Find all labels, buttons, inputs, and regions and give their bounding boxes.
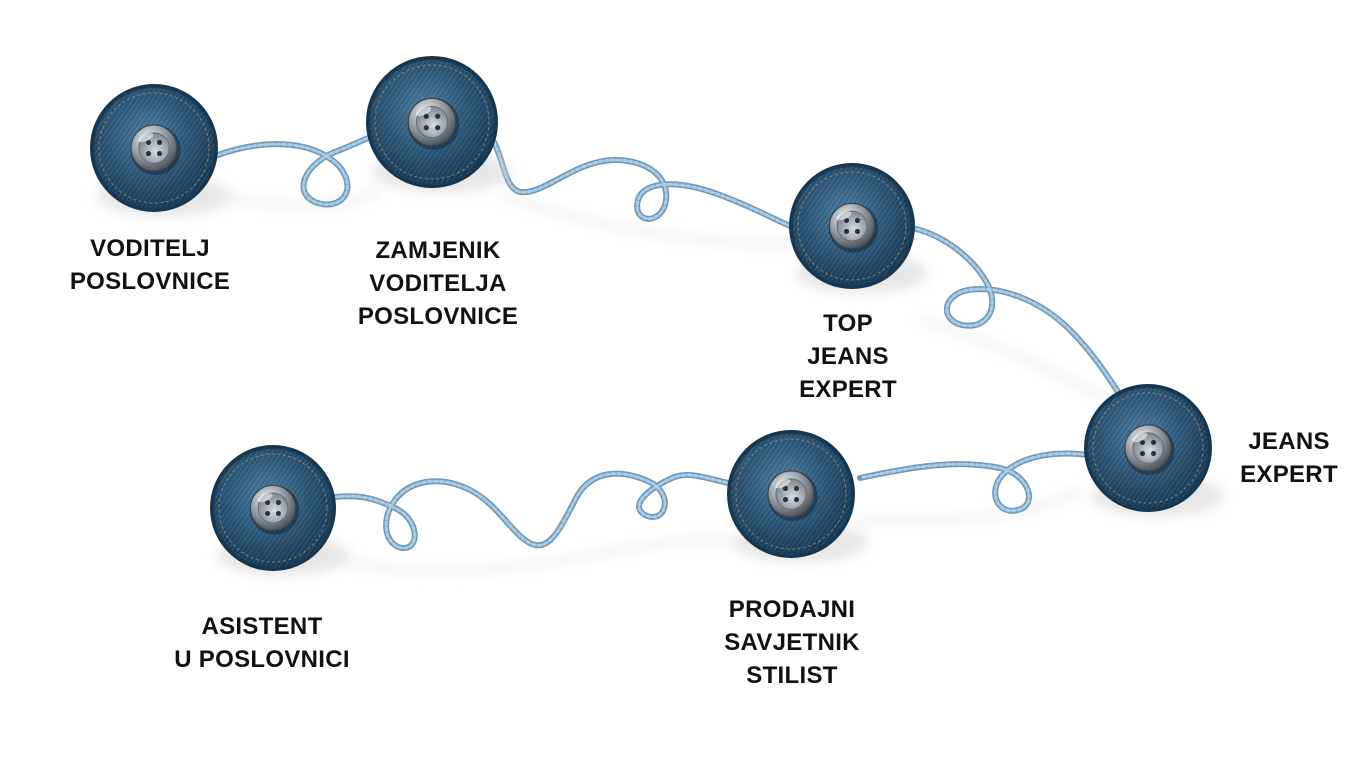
label-line: TOP <box>823 310 873 337</box>
thread-shadows <box>227 187 1113 574</box>
label-line: PRODAJNI <box>728 596 856 623</box>
label-line: ZAMJENIK <box>375 237 501 264</box>
label-line: JEANS <box>807 343 889 370</box>
label-voditelj: VODITELJ POSLOVNICE <box>35 232 265 298</box>
label-line: STILIST <box>746 662 838 689</box>
label-prodajni-savjetnik: PRODAJNI SAVJETNIK STILIST <box>692 593 892 692</box>
label-line: SAVJETNIK <box>724 629 860 656</box>
label-line: EXPERT <box>799 376 897 403</box>
denim-button-icon <box>789 163 929 294</box>
denim-button-icon <box>90 84 232 217</box>
label-line: VODITELJA <box>369 270 507 297</box>
label-asistent: ASISTENT U POSLOVNICI <box>137 610 387 676</box>
label-line: U POSLOVNICI <box>174 646 350 673</box>
denim-button-icon <box>366 56 512 193</box>
label-line: ASISTENT <box>201 613 323 640</box>
thread-icon <box>215 132 1125 551</box>
label-line: EXPERT <box>1240 461 1338 488</box>
label-line: JEANS <box>1248 428 1330 455</box>
label-zamjenik: ZAMJENIK VODITELJA POSLOVNICE <box>323 234 553 333</box>
denim-button-icon <box>210 445 350 576</box>
denim-button-icon <box>1084 384 1226 517</box>
denim-button-icon <box>727 430 869 563</box>
label-line: POSLOVNICE <box>69 268 231 295</box>
label-jeans-expert: JEANS EXPERT <box>1216 425 1362 491</box>
career-nodes <box>90 56 1226 576</box>
label-line: VODITELJ <box>90 235 210 262</box>
label-line: POSLOVNICE <box>357 303 519 330</box>
label-top-jeans-expert: TOP JEANS EXPERT <box>758 307 938 406</box>
